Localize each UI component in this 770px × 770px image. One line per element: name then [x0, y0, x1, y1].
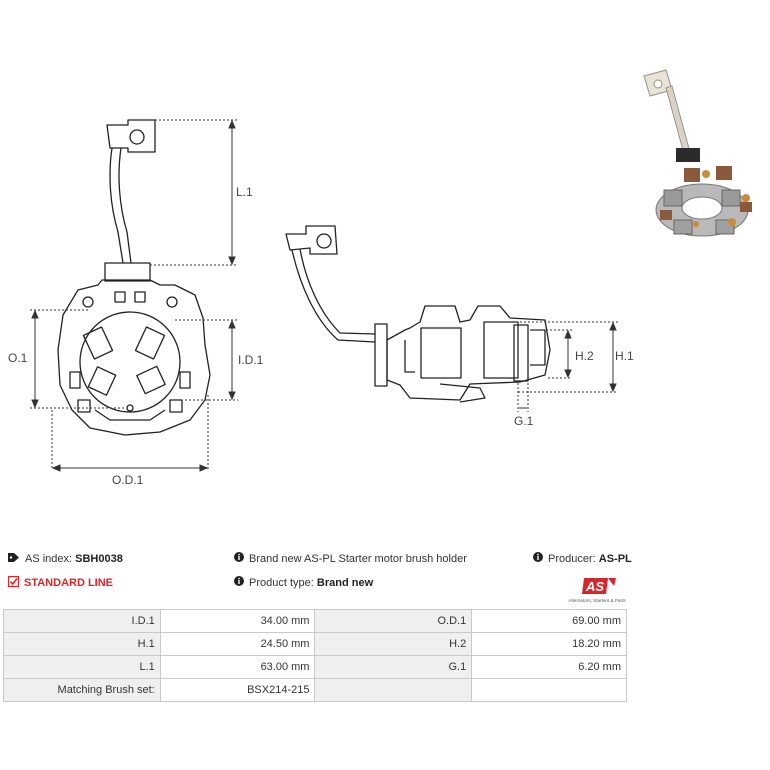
description-row: Brand new AS-PL Starter motor brush hold… [234, 552, 467, 565]
spec-value: BSX214-215 [159, 678, 316, 702]
as-index-label: AS index: [25, 553, 73, 565]
spec-label: H.1 [3, 632, 161, 656]
spec-value: 69.00 mm [471, 609, 627, 633]
label-h2: H.2 [575, 349, 594, 363]
producer-value: AS-PL [598, 552, 632, 565]
info-circle-icon [234, 576, 244, 589]
standard-line-label: STANDARD LINE [24, 577, 114, 589]
spec-value: 63.00 mm [159, 655, 316, 679]
producer-row: Producer: AS-PL [533, 552, 632, 565]
spec-label [314, 678, 473, 702]
label-g1: G.1 [514, 414, 534, 428]
description-text: Brand new AS-PL Starter motor brush hold… [249, 552, 467, 565]
spec-value: 24.50 mm [159, 632, 316, 656]
spec-value: 6.20 mm [471, 655, 627, 679]
info-circle-icon [533, 552, 543, 565]
spec-value [471, 678, 627, 702]
label-id1: I.D.1 [238, 353, 264, 367]
spec-row: Matching Brush set:BSX214-215 [3, 678, 627, 702]
spec-value: 18.20 mm [471, 632, 627, 656]
spec-label: L.1 [3, 655, 161, 679]
spec-label: G.1 [314, 655, 473, 679]
line-row: STANDARD LINE [7, 575, 114, 590]
as-index-value: SBH0038 [75, 553, 123, 565]
spec-label: Matching Brush set: [3, 678, 161, 702]
spec-label: H.2 [314, 632, 473, 656]
info-circle-icon [234, 552, 244, 565]
producer-label: Producer: [548, 552, 596, 565]
technical-drawing: L.1 O.1 I.D.1 O.D.1 H.2 H.1 G.1 [8, 119, 634, 487]
svg-text:Alternators, Starters & Parts: Alternators, Starters & Parts [568, 598, 626, 603]
product-info: AS index: SBH0038 Brand new AS-PL Starte… [0, 552, 640, 608]
spec-label: I.D.1 [3, 609, 161, 633]
spec-label: O.D.1 [314, 609, 473, 633]
label-o1: O.1 [8, 351, 28, 365]
as-pl-logo: AS Alternators, Starters & Parts [568, 578, 626, 603]
label-h1: H.1 [615, 349, 634, 363]
label-l1: L.1 [236, 185, 253, 199]
product-photo [643, 69, 752, 237]
product-type-value: Brand new [316, 576, 374, 589]
label-od1: O.D.1 [112, 473, 144, 487]
spec-value: 34.00 mm [159, 609, 316, 633]
tag-icon [8, 552, 20, 566]
product-type-label: Product type: [249, 576, 314, 589]
check-square-icon [7, 575, 20, 590]
svg-text:AS: AS [585, 579, 604, 594]
product-type-row: Product type: Brand new [234, 576, 373, 589]
as-index-row: AS index: SBH0038 [8, 552, 123, 566]
